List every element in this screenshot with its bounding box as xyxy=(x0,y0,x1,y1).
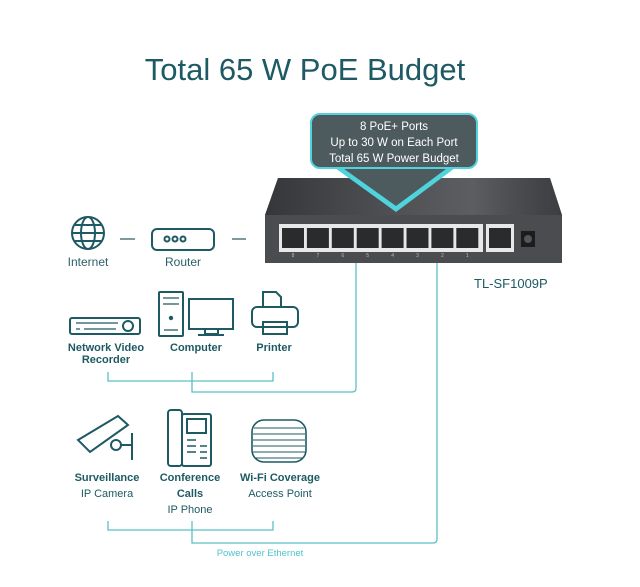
phone-sub: IP Phone xyxy=(167,504,213,516)
callout-line: Up to 30 W on Each Port xyxy=(330,137,458,149)
router-icon xyxy=(151,228,215,251)
poe-port xyxy=(331,228,354,248)
switch-model: TL-SF1009P xyxy=(474,276,548,291)
phone-label: Conference Calls IP Phone xyxy=(150,472,230,516)
nvr-icon xyxy=(69,317,141,335)
page-title: Total 65 W PoE Budget xyxy=(144,52,466,87)
poe-port xyxy=(356,228,379,248)
poe-port xyxy=(306,228,329,248)
switch-device xyxy=(265,178,562,263)
access-point-icon xyxy=(251,419,307,463)
port-number: 2 xyxy=(441,253,444,259)
phone-title2: Calls xyxy=(176,488,204,500)
feature-callout: 8 PoE+ Ports Up to 30 W on Each Port Tot… xyxy=(310,113,478,169)
phone-icon xyxy=(167,409,212,467)
port-number: 8 xyxy=(291,253,295,259)
computer-label: Computer xyxy=(170,342,222,354)
printer-icon xyxy=(251,291,299,335)
port-number: 4 xyxy=(391,253,394,259)
nvr-label: Network Video Recorder xyxy=(58,342,154,366)
poe-port xyxy=(431,228,454,248)
port-number: 6 xyxy=(341,253,345,259)
port-number: 7 xyxy=(316,253,320,259)
poe-port xyxy=(282,228,304,248)
callout-line: 8 PoE+ Ports xyxy=(359,121,429,133)
ap-sub: Access Point xyxy=(248,488,312,500)
poe-port xyxy=(406,228,429,248)
nvr-label-line: Recorder xyxy=(81,354,131,366)
poe-label: Power over Ethernet xyxy=(216,548,304,559)
poe-port xyxy=(456,228,479,248)
camera-icon xyxy=(76,414,133,460)
printer-label: Printer xyxy=(256,342,292,354)
camera-label: Surveillance IP Camera xyxy=(62,472,152,500)
callout-line: Total 65 W Power Budget xyxy=(329,153,459,165)
camera-title: Surveillance xyxy=(74,472,140,484)
port-number: 5 xyxy=(366,253,370,259)
port-number: 3 xyxy=(416,253,419,259)
poe-connection-line xyxy=(107,262,438,544)
computer-icon xyxy=(158,291,234,337)
ap-label: Wi-Fi Coverage Access Point xyxy=(230,472,330,500)
lan-connection-line xyxy=(107,262,357,393)
poe-port xyxy=(381,228,404,248)
router-label: Router xyxy=(164,255,202,269)
globe-icon xyxy=(71,216,105,250)
nvr-label-line: Network Video xyxy=(67,342,145,354)
ap-title: Wi-Fi Coverage xyxy=(240,472,320,484)
phone-title: Conference xyxy=(159,472,221,484)
internet-label: Internet xyxy=(67,255,109,269)
camera-sub: IP Camera xyxy=(80,488,134,500)
port-number: 1 xyxy=(465,253,469,259)
